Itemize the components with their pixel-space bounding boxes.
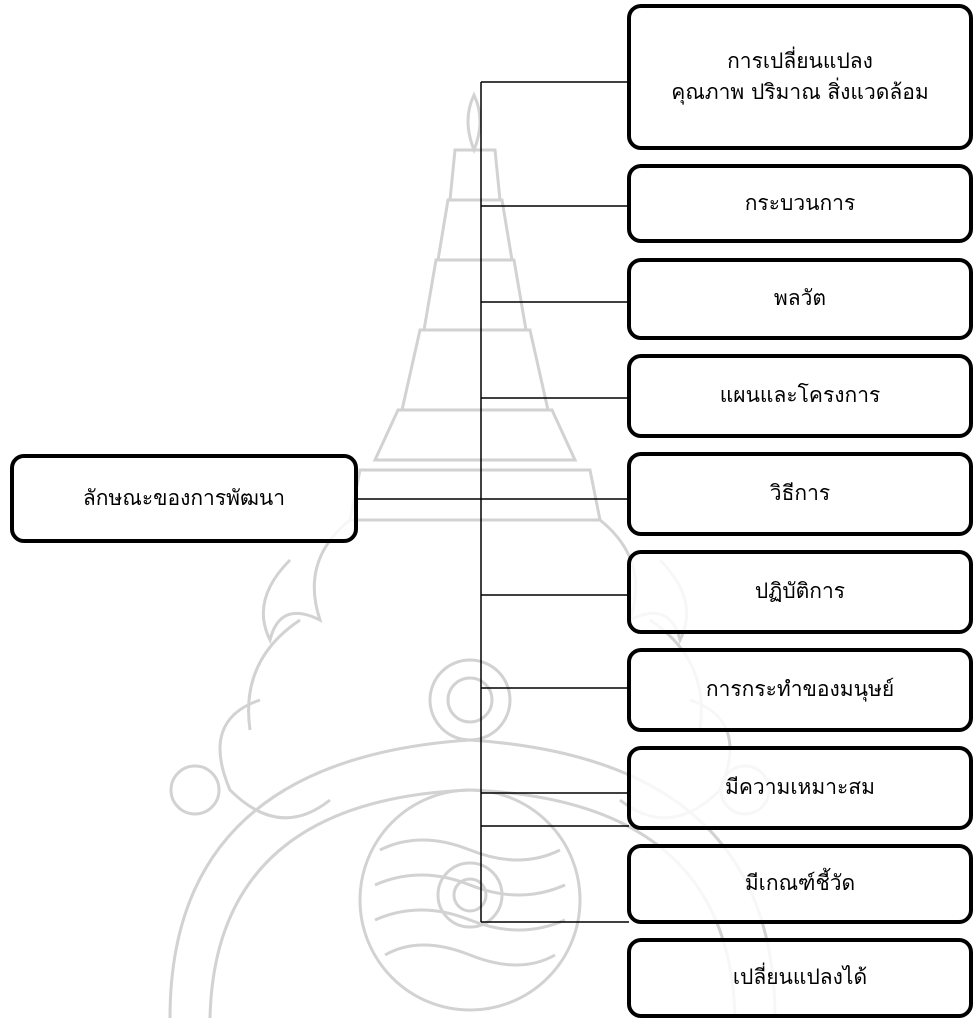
child-node-label: การกระทำของมนุษย์ — [705, 677, 895, 702]
child-node-dynamic: พลวัต — [627, 258, 973, 340]
child-node-label: พลวัต — [773, 286, 827, 311]
child-node-method: วิธีการ — [627, 452, 973, 536]
child-node-label: มีเกณฑ์ชี้วัด — [744, 871, 856, 896]
child-node-operation: ปฏิบัติการ — [627, 550, 973, 634]
child-node-label: ปฏิบัติการ — [754, 579, 846, 604]
root-node: ลักษณะของการพัฒนา — [10, 454, 358, 543]
child-node-appropriate: มีความเหมาะสม — [627, 746, 973, 830]
child-node-human-action: การกระทำของมนุษย์ — [627, 648, 973, 732]
child-node-label: กระบวนการ — [744, 190, 856, 215]
root-node-label: ลักษณะของการพัฒนา — [82, 485, 286, 510]
child-node-label: เปลี่ยนแปลงได้ — [732, 965, 868, 990]
child-node-plans-projects: แผนและโครงการ — [627, 354, 973, 438]
child-node-label: การเปลี่ยนแปลง — [727, 48, 873, 73]
child-node-changeable: เปลี่ยนแปลงได้ — [627, 938, 973, 1018]
child-node-indicators: มีเกณฑ์ชี้วัด — [627, 844, 973, 924]
child-node-label: วิธีการ — [769, 481, 831, 506]
child-node-label: คุณภาพ ปริมาณ สิ่งแวดล้อม — [671, 80, 929, 104]
child-node-change: การเปลี่ยนแปลง คุณภาพ ปริมาณ สิ่งแวดล้อม — [627, 4, 973, 150]
child-node-label: แผนและโครงการ — [719, 383, 881, 408]
child-node-label: มีความเหมาะสม — [725, 775, 875, 800]
child-node-process: กระบวนการ — [627, 164, 973, 243]
